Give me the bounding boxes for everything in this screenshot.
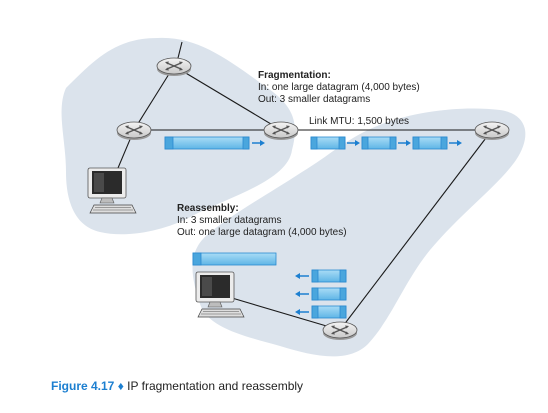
link-top-middle xyxy=(173,65,282,131)
arrow-icon xyxy=(295,291,309,297)
router-icon-fragmenting xyxy=(263,121,299,141)
router-icon-left xyxy=(116,121,152,141)
reassembly-in-text: In: 3 smaller datagrams xyxy=(177,215,282,226)
datagram-fragment-2 xyxy=(361,136,397,150)
router-icon-right xyxy=(474,121,510,141)
caption-separator: ♦ xyxy=(117,379,124,393)
link-right-bottom xyxy=(339,129,493,331)
reassembly-title: Reassembly: xyxy=(177,203,239,214)
datagram-fragment-in-3 xyxy=(311,305,347,319)
fragmentation-out-text: Out: 3 smaller datagrams xyxy=(258,94,371,105)
arrow-icon xyxy=(398,140,411,146)
arrow-icon xyxy=(252,140,265,146)
network-links xyxy=(117,41,493,331)
datagram-packet-large-out xyxy=(192,252,277,266)
datagram-fragment-in-2 xyxy=(311,287,347,301)
datagram-fragment-1 xyxy=(310,136,346,150)
arrow-icon xyxy=(347,140,360,146)
reassembly-label: Reassembly: In: 3 smaller datagrams Out:… xyxy=(177,203,347,239)
router-icon-top xyxy=(156,57,192,77)
datagram-fragment-in-1 xyxy=(311,269,347,283)
figure-caption: Figure 4.17 ♦ IP fragmentation and reass… xyxy=(51,379,303,393)
figure-number: Figure 4.17 xyxy=(51,379,115,393)
caption-text: IP fragmentation and reassembly xyxy=(127,379,304,393)
datagram-packet-large-in xyxy=(164,136,250,150)
arrow-icon xyxy=(295,309,309,315)
arrow-icon xyxy=(449,140,462,146)
datagram-fragment-3 xyxy=(412,136,448,150)
link-mtu-label: Link MTU: 1,500 bytes xyxy=(309,116,410,127)
fragmentation-title: Fragmentation: xyxy=(258,70,331,81)
fragmentation-in-text: In: one large datagram (4,000 bytes) xyxy=(258,82,420,93)
link-bottom-computer xyxy=(231,297,341,331)
arrow-icon xyxy=(295,273,309,279)
link-top-left xyxy=(133,65,175,131)
fragmentation-label: Fragmentation: In: one large datagram (4… xyxy=(258,70,420,106)
right-network-cloud xyxy=(192,108,526,357)
router-icon-bottom xyxy=(322,321,358,341)
reassembly-out-text: Out: one large datagram (4,000 bytes) xyxy=(177,227,347,238)
